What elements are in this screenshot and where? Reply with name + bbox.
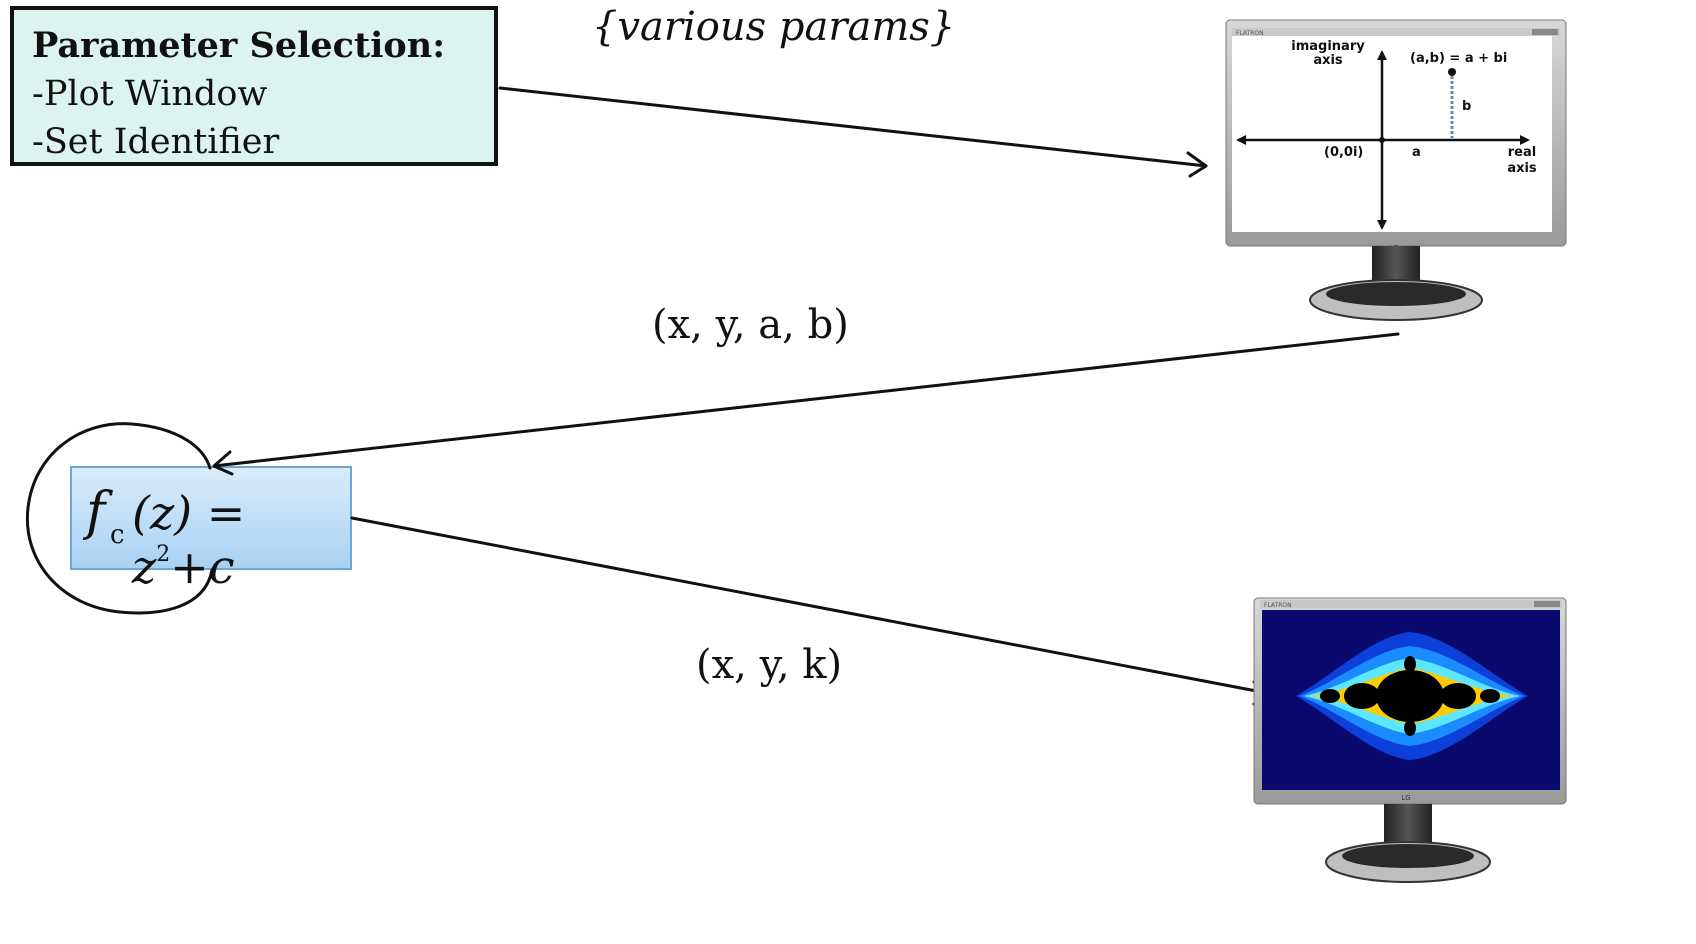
formula-f: f (86, 482, 106, 542)
arrow-monitor-to-formula (212, 332, 1400, 468)
param-item-plot-window: -Plot Window (32, 74, 268, 114)
various-params-label: {various params} (592, 4, 956, 50)
a-label: a (1412, 145, 1421, 160)
window-titlebar (1260, 600, 1562, 608)
monitor-base-top (1326, 282, 1466, 306)
real-axis-arrow-left (1236, 135, 1246, 145)
imaginary-axis-label-1: imaginary (1291, 39, 1365, 54)
origin-point (1379, 137, 1385, 143)
window-controls-icon (1534, 601, 1560, 607)
formula-subscript: c (110, 520, 125, 550)
param-item-set-identifier: -Set Identifier (32, 122, 280, 162)
titlebar-text: FLATRON (1236, 30, 1264, 37)
self-loop-arrow (25, 422, 214, 615)
fractal-far-right-bulb (1480, 689, 1500, 703)
formula-exponent: 2 (156, 542, 171, 567)
fractal-far-left-bulb (1320, 689, 1340, 703)
window-titlebar (1232, 28, 1560, 36)
parameter-selection-box: Parameter Selection: -Plot Window -Set I… (10, 6, 498, 166)
arrowhead-params (1186, 151, 1208, 178)
fractal-output-monitor: FLATRON LG (1253, 597, 1567, 883)
b-label: b (1462, 99, 1471, 114)
origin-label: (0,0i) (1324, 145, 1363, 160)
arrow-params-to-monitor (498, 86, 1208, 168)
titlebar-text: FLATRON (1264, 602, 1292, 609)
fractal-top-bulb (1404, 656, 1416, 672)
complex-plane-monitor: FLATRON LG imaginary axis (a,b) = a + bi… (1225, 19, 1567, 321)
fractal-right-bulb (1440, 683, 1476, 709)
imaginary-axis-arrow-down (1377, 220, 1387, 230)
real-axis-arrow-right (1520, 135, 1530, 145)
imaginary-axis-arrow-up (1377, 50, 1387, 60)
window-controls-icon (1532, 29, 1558, 35)
formula-close: +c (170, 540, 235, 594)
monitor-screen (1232, 36, 1552, 232)
monitor-base-top (1342, 844, 1474, 868)
parameter-selection-title: Parameter Selection: (32, 25, 446, 66)
fractal-main-bulb (1376, 670, 1444, 722)
fractal-left-bulb (1344, 683, 1380, 709)
complex-point (1448, 68, 1456, 76)
fractal-bottom-bulb (1404, 720, 1416, 736)
edge-label-xyk: (x, y, k) (696, 642, 843, 688)
julia-set-fractal (1296, 632, 1528, 760)
formula-body: (z) = z2+c (132, 486, 350, 594)
imaginary-axis-label-2: axis (1313, 53, 1343, 68)
real-axis-label-1: real (1508, 145, 1536, 160)
iteration-function-box: f c (z) = z2+c (70, 466, 352, 594)
monitor-brand: LG (1401, 794, 1410, 802)
point-label: (a,b) = a + bi (1410, 51, 1507, 66)
edge-label-xyab: (x, y, a, b) (652, 302, 849, 348)
formula-open: (z) = z (132, 486, 246, 594)
real-axis-label-2: axis (1507, 161, 1537, 176)
arrow-formula-to-output (350, 516, 1274, 696)
arrowhead-formula (212, 450, 234, 476)
